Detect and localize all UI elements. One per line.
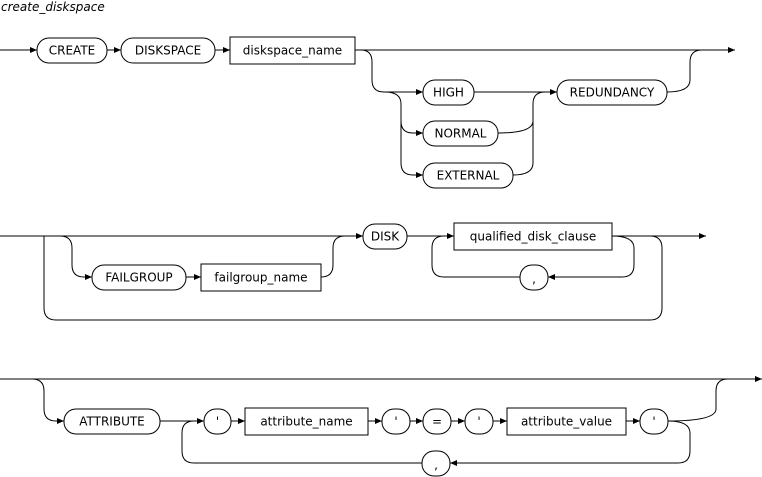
svg-text:DISKSPACE: DISKSPACE (135, 44, 201, 58)
svg-text:FAILGROUP: FAILGROUP (105, 271, 172, 285)
attribute-keyword: ATTRIBUTE (63, 408, 161, 435)
svg-text:HIGH: HIGH (433, 86, 464, 100)
diskspace-name-param: diskspace_name (229, 36, 356, 65)
svg-text:': ' (216, 415, 219, 429)
attribute-value-param: attribute_value (506, 407, 627, 436)
svg-text:failgroup_name: failgroup_name (214, 271, 307, 285)
create-keyword: CREATE (36, 37, 108, 64)
svg-text:,: , (532, 272, 536, 286)
equals-symbol: = (422, 408, 452, 435)
failgroup-keyword: FAILGROUP (91, 264, 187, 291)
comma-separator: , (421, 450, 451, 477)
diagram-title: create_diskspace (1, 0, 105, 14)
normal-keyword: NORMAL (422, 120, 499, 147)
quote-open-symbol: ' (203, 408, 232, 435)
high-keyword: HIGH (422, 79, 475, 106)
quote-before-value-symbol: ' (464, 408, 494, 435)
svg-text:diskspace_name: diskspace_name (243, 44, 342, 58)
svg-text:': ' (477, 415, 480, 429)
svg-text:REDUNDANCY: REDUNDANCY (570, 86, 655, 100)
svg-text:attribute_name: attribute_name (260, 415, 352, 429)
disk-keyword: DISK (362, 223, 408, 250)
qualified-disk-clause-param: qualified_disk_clause (453, 222, 613, 251)
row-3: ATTRIBUTE ' attribute_name ' = ' attribu… (0, 376, 762, 477)
comma-separator: , (519, 264, 549, 291)
svg-text:NORMAL: NORMAL (434, 127, 486, 141)
svg-text:': ' (394, 415, 397, 429)
attribute-name-param: attribute_name (244, 407, 369, 436)
svg-text:=: = (432, 415, 442, 429)
svg-text:ATTRIBUTE: ATTRIBUTE (79, 415, 145, 429)
failgroup-name-param: failgroup_name (200, 263, 322, 292)
svg-text:attribute_value: attribute_value (521, 415, 612, 429)
quote-after-name-symbol: ' (381, 408, 411, 435)
row-1: CREATE DISKSPACE diskspace_name HIGH NOR… (0, 36, 735, 189)
svg-text:,: , (434, 458, 438, 472)
quote-close-symbol: ' (639, 408, 669, 435)
svg-text:CREATE: CREATE (49, 44, 96, 58)
external-keyword: EXTERNAL (422, 162, 514, 189)
redundancy-keyword: REDUNDANCY (556, 79, 668, 106)
svg-text:EXTERNAL: EXTERNAL (437, 169, 500, 183)
svg-text:': ' (652, 415, 655, 429)
svg-text:DISK: DISK (371, 230, 400, 244)
row-2: FAILGROUP failgroup_name DISK qualified_… (0, 222, 706, 321)
diskspace-keyword: DISKSPACE (120, 37, 216, 64)
svg-text:qualified_disk_clause: qualified_disk_clause (470, 230, 596, 244)
